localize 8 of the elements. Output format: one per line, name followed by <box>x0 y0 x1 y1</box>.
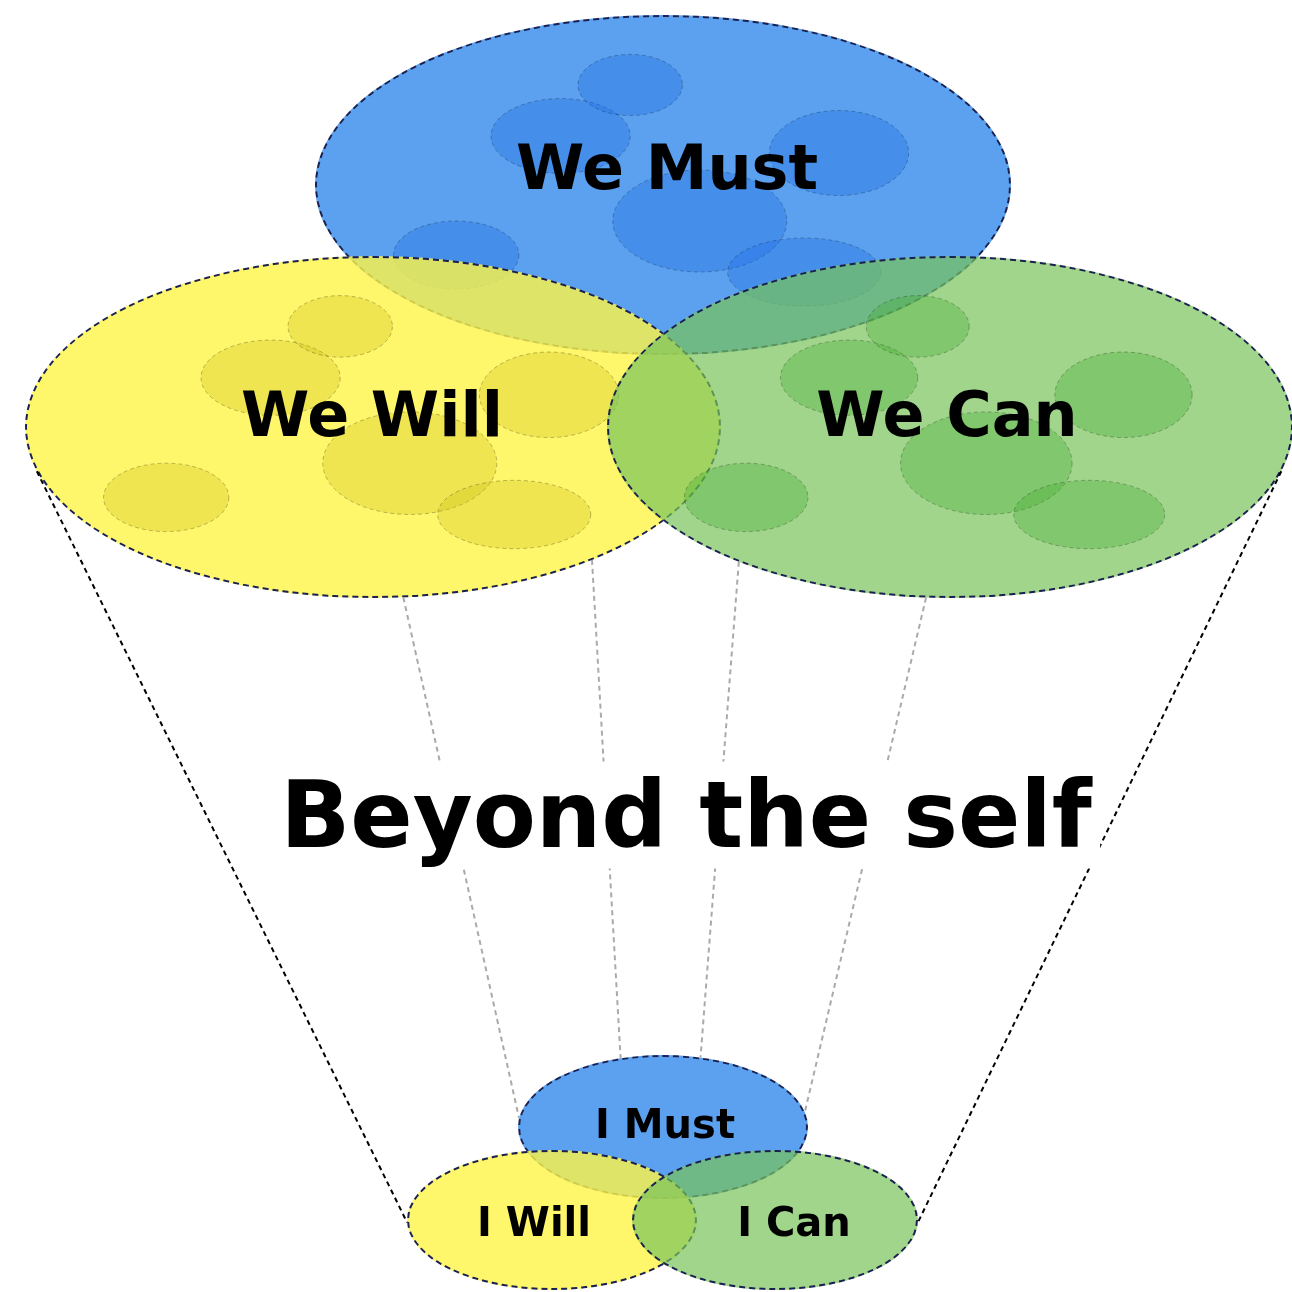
connector-line <box>916 470 1283 1224</box>
circle-label: We Will <box>241 377 503 451</box>
circle-label: We Must <box>515 130 819 204</box>
connector-line <box>35 470 409 1224</box>
circle-label: I Will <box>476 1199 592 1245</box>
circle-label: I Must <box>595 1101 735 1147</box>
circle-label: I Can <box>737 1199 851 1245</box>
circle-label: We Can <box>816 377 1078 451</box>
